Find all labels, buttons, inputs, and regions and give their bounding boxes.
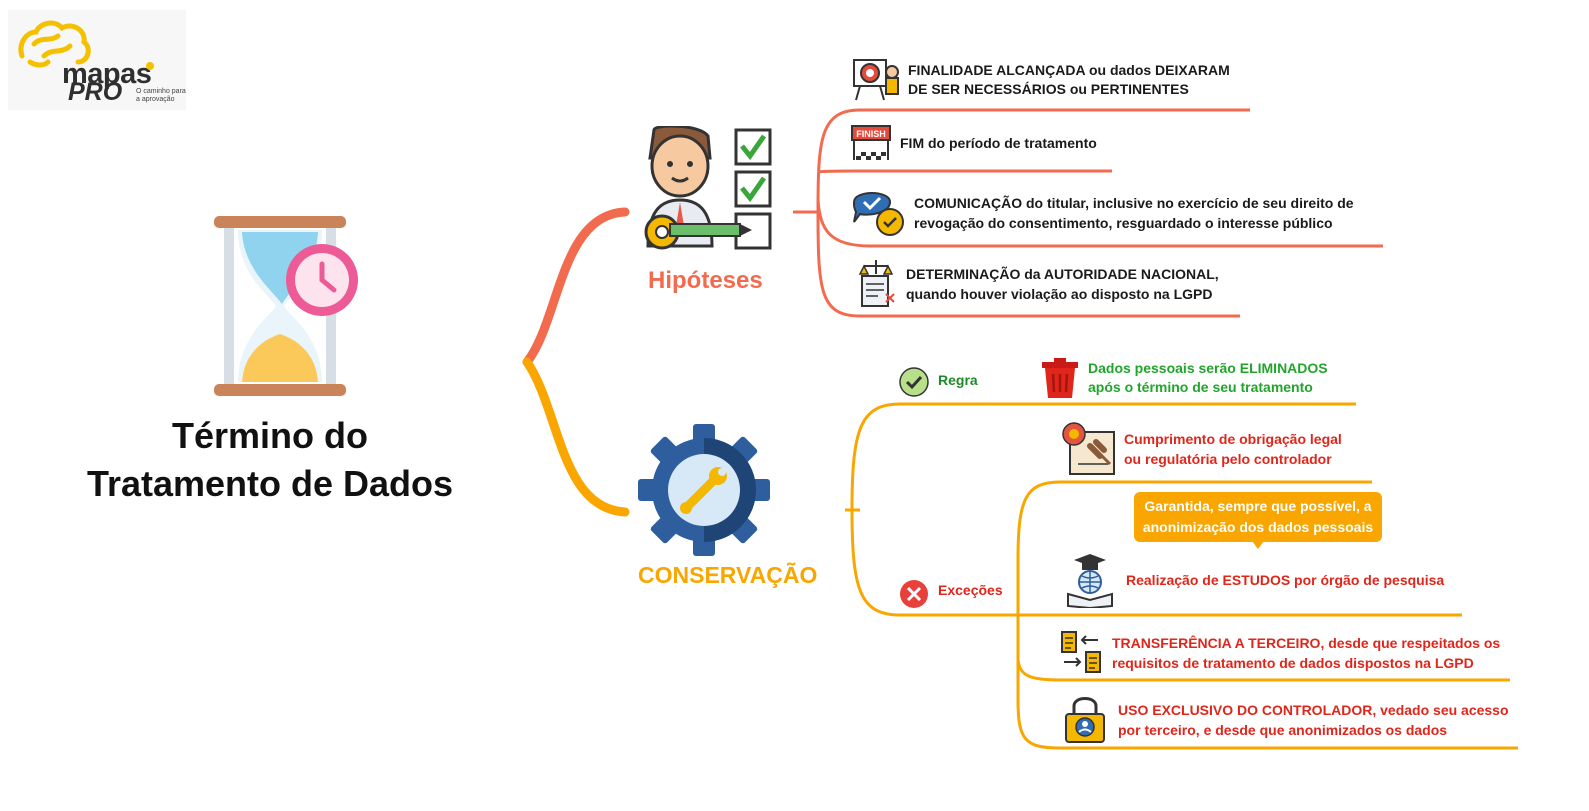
regra-text-line2: após o término de seu tratamento — [1088, 379, 1313, 395]
logo-dot — [146, 62, 154, 70]
check-circle-icon — [899, 367, 929, 397]
excecao-item-3: TRANSFERÊNCIA A TERCEIRO, desde que resp… — [1112, 633, 1500, 673]
scales-document-icon — [858, 260, 895, 307]
trash-icon — [1042, 358, 1078, 398]
hipotese-item-2: FIM do período de tratamento — [900, 135, 1097, 151]
excecao-item-3-line2: requisitos de tratamento de dados dispos… — [1112, 655, 1474, 671]
certificate-gavel-icon — [1062, 422, 1115, 475]
hourglass-clock-icon — [214, 216, 358, 396]
target-presentation-icon — [853, 59, 899, 101]
excecao-item-1: Cumprimento de obrigação legal ou regula… — [1124, 429, 1342, 469]
excecao-item-4: USO EXCLUSIVO DO CONTROLADOR, vedado seu… — [1118, 700, 1509, 740]
excecao-item-3-line1: TRANSFERÊNCIA A TERCEIRO, desde que resp… — [1112, 635, 1501, 651]
regra-label: Regra — [938, 372, 978, 388]
hipotese-item-1-line1: FINALIDADE ALCANÇADA ou dados DEIXARAM — [908, 62, 1230, 78]
excecao-item-1-line2: ou regulatória pelo controlador — [1124, 451, 1332, 467]
document-transfer-icon — [1061, 631, 1101, 673]
excecao-item-1-line1: Cumprimento de obrigação legal — [1124, 431, 1342, 447]
excecoes-label: Exceções — [938, 582, 1003, 598]
svg-text:FINISH: FINISH — [856, 129, 886, 139]
hipotese-item-3-line1: COMUNICAÇÃO do titular, inclusive no exe… — [914, 195, 1354, 211]
anonimizacao-callout: Garantida, sempre que possível, a anonim… — [1134, 492, 1382, 542]
hipotese-item-1: FINALIDADE ALCANÇADA ou dados DEIXARAM D… — [908, 60, 1230, 99]
conservacao-title: CONSERVAÇÃO — [638, 562, 818, 588]
hipotese-item-3: COMUNICAÇÃO do titular, inclusive no exe… — [914, 193, 1354, 233]
excecao-item-4-line1: USO EXCLUSIVO DO CONTROLADOR, vedado seu… — [1118, 702, 1509, 718]
logo-tagline: O caminho para a aprovação — [136, 88, 186, 103]
excecao-item-2: Realização de ESTUDOS por órgão de pesqu… — [1126, 572, 1445, 588]
callout-line1: Garantida, sempre que possível, a — [1144, 498, 1372, 514]
graduation-book-icon — [1067, 554, 1113, 608]
excecao-item-4-line2: por terceiro, e desde que anonimizados o… — [1118, 722, 1448, 738]
hipoteses-title: Hipóteses — [648, 267, 763, 294]
hipotese-item-4-line1: DETERMINAÇÃO da AUTORIDADE NACIONAL, — [906, 266, 1219, 282]
brain-logo-icon — [18, 20, 91, 68]
main-title-line2: Tratamento de Dados — [86, 463, 454, 504]
lock-user-icon — [1065, 697, 1105, 743]
main-title: Término do Tratamento de Dados — [60, 412, 480, 508]
main-title-line1: Término do — [172, 415, 368, 456]
hipotese-item-1-line2: DE SER NECESSÁRIOS ou PERTINENTES — [908, 81, 1189, 97]
chat-check-icon — [852, 192, 904, 236]
hipotese-item-3-line2: revogação do consentimento, resguardado … — [914, 215, 1333, 231]
regra-text: Dados pessoais serão ELIMINADOS após o t… — [1088, 359, 1328, 397]
logo-pro: PRO — [68, 78, 123, 106]
regra-text-line1: Dados pessoais serão ELIMINADOS — [1088, 360, 1328, 376]
hipotese-item-4: DETERMINAÇÃO da AUTORIDADE NACIONAL, qua… — [906, 264, 1219, 304]
finish-line-icon: FINISH — [851, 125, 891, 160]
x-circle-icon — [900, 580, 928, 608]
callout-line2: anonimização dos dados pessoais — [1142, 519, 1374, 535]
logo-wordmark: mapas — [62, 58, 152, 90]
person-checklist-icon — [644, 126, 772, 250]
hipotese-item-4-line2: quando houver violação ao disposto na LG… — [906, 286, 1213, 302]
gear-wrench-icon — [638, 424, 770, 556]
